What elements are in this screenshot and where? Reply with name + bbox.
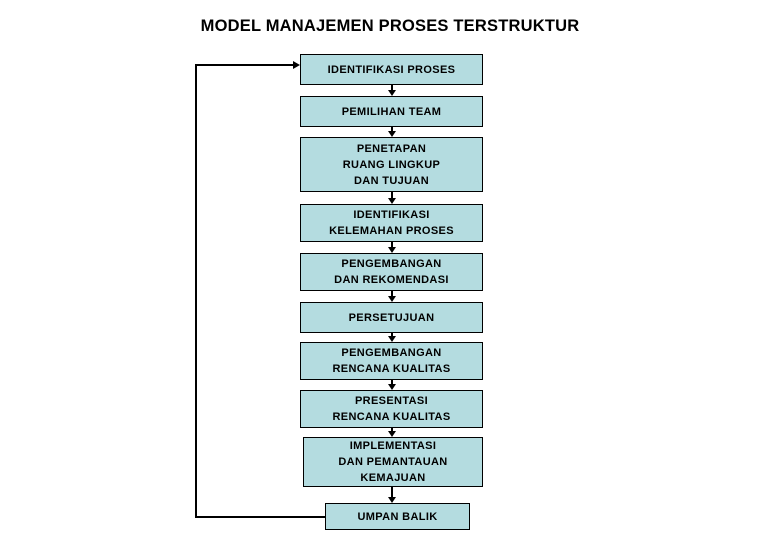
flow-node-label: PERSETUJUAN xyxy=(348,311,435,324)
arrow-stem xyxy=(391,242,393,248)
arrow-stem xyxy=(391,380,393,385)
flow-node-label: IDENTIFIKASI PROSES xyxy=(327,63,456,76)
arrow-stem xyxy=(391,127,393,132)
arrow-stem xyxy=(391,291,393,297)
flow-node-presentasi-rencana-kualitas[interactable]: PRESENTASI RENCANA KUALITAS xyxy=(300,390,483,428)
arrow-head-down-icon xyxy=(388,198,396,204)
feedback-top-segment xyxy=(195,64,294,66)
arrow-icon-identifikasi-proses-to-pemilihan-team xyxy=(388,85,396,96)
flow-node-label: RENCANA KUALITAS xyxy=(332,363,451,375)
arrow-stem xyxy=(391,428,393,432)
flow-node-label: UMPAN BALIK xyxy=(357,510,438,523)
arrow-head-down-icon xyxy=(388,131,396,137)
flow-node-label: KELEMAHAN PROSES xyxy=(329,225,454,237)
arrow-icon-presentasi-rencana-kualitas-to-implementasi-dan-pemantauan-kemajuan xyxy=(388,428,396,437)
arrow-icon-persetujuan-to-pengembangan-rencana-kualitas xyxy=(388,333,396,342)
page-title: MODEL MANAJEMEN PROSES TERSTRUKTUR xyxy=(200,17,580,35)
flow-node-label: DAN REKOMENDASI xyxy=(334,274,449,286)
arrow-head-down-icon xyxy=(388,384,396,390)
arrow-head-down-icon xyxy=(388,431,396,437)
arrow-head-down-icon xyxy=(388,336,396,342)
flow-node-persetujuan[interactable]: PERSETUJUAN xyxy=(300,302,483,333)
flow-node-label: PEMILIHAN TEAM xyxy=(341,105,442,118)
flow-node-pemilihan-team[interactable]: PEMILIHAN TEAM xyxy=(300,96,483,127)
flow-node-label: PENGEMBANGAN xyxy=(341,347,442,359)
arrow-stem xyxy=(391,85,393,91)
flow-node-umpan-balik[interactable]: UMPAN BALIK xyxy=(325,503,470,530)
flow-node-implementasi-dan-pemantauan-kemajuan[interactable]: IMPLEMENTASI DAN PEMANTAUAN KEMAJUAN xyxy=(303,437,483,487)
arrow-icon-implementasi-dan-pemantauan-kemajuan-to-umpan-balik xyxy=(388,487,396,503)
arrow-head-down-icon xyxy=(388,497,396,503)
arrow-icon-penetapan-ruang-lingkup-dan-tujuan-to-identifikasi-kelemahan-proses xyxy=(388,192,396,204)
flow-node-label: IDENTIFIKASI xyxy=(353,209,430,221)
arrow-stem xyxy=(391,487,393,498)
flow-node-label: RUANG LINGKUP xyxy=(342,158,441,171)
feedback-left-segment xyxy=(195,64,197,518)
flow-node-pengembangan-dan-rekomendasi[interactable]: PENGEMBANGAN DAN REKOMENDASI xyxy=(300,253,483,291)
flow-node-label: IMPLEMENTASI xyxy=(349,440,437,452)
arrow-head-down-icon xyxy=(388,247,396,253)
flow-node-label: DAN TUJUAN xyxy=(354,174,429,187)
flow-node-penetapan-ruang-lingkup-dan-tujuan[interactable]: PENETAPAN RUANG LINGKUP DAN TUJUAN xyxy=(300,137,483,192)
flow-node-identifikasi-kelemahan-proses[interactable]: IDENTIFIKASI KELEMAHAN PROSES xyxy=(300,204,483,242)
arrow-head-down-icon xyxy=(388,296,396,302)
arrow-icon-identifikasi-kelemahan-proses-to-pengembangan-dan-rekomendasi xyxy=(388,242,396,253)
flow-node-pengembangan-rencana-kualitas[interactable]: PENGEMBANGAN RENCANA KUALITAS xyxy=(300,342,483,380)
arrow-stem xyxy=(391,192,393,199)
feedback-bottom-segment xyxy=(195,516,325,518)
flow-node-label: RENCANA KUALITAS xyxy=(332,411,451,423)
arrow-icon-pemilihan-team-to-penetapan-ruang-lingkup-dan-tujuan xyxy=(388,127,396,137)
flow-node-label: PRESENTASI xyxy=(355,395,428,407)
flow-node-label: KEMAJUAN xyxy=(360,472,426,484)
arrow-icon-pengembangan-rencana-kualitas-to-presentasi-rencana-kualitas xyxy=(388,380,396,390)
arrow-stem xyxy=(391,333,393,337)
feedback-arrow-head-right-icon xyxy=(293,60,300,69)
flow-node-label: DAN PEMANTAUAN xyxy=(338,456,448,468)
arrow-icon-pengembangan-dan-rekomendasi-to-persetujuan xyxy=(388,291,396,302)
flow-node-identifikasi-proses[interactable]: IDENTIFIKASI PROSES xyxy=(300,54,483,85)
flow-node-label: PENETAPAN xyxy=(356,142,427,155)
flow-node-label: PENGEMBANGAN xyxy=(341,258,442,270)
arrow-head-down-icon xyxy=(388,90,396,96)
